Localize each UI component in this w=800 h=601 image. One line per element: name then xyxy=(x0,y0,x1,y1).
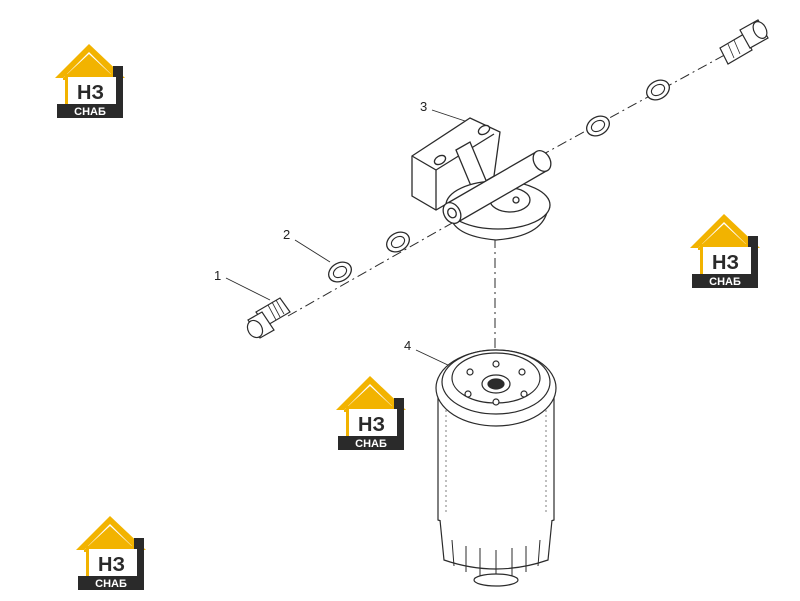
svg-text:СНАБ: СНАБ xyxy=(95,578,127,590)
callout-4: 4 xyxy=(404,338,411,353)
watermark-logo-top-left: НЗ СНАБ xyxy=(55,44,125,118)
leader-lines xyxy=(225,109,469,367)
callout-3: 3 xyxy=(420,99,427,114)
svg-text:НЗ: НЗ xyxy=(77,82,104,104)
callout-2: 2 xyxy=(283,227,290,242)
part-1-banjo-bolt xyxy=(246,297,291,339)
svg-text:СНАБ: СНАБ xyxy=(355,438,387,450)
svg-text:НЗ: НЗ xyxy=(98,554,125,576)
banjo-bolt-right xyxy=(719,19,769,65)
watermark-logo-right: НЗ СНАБ xyxy=(690,214,760,288)
svg-text:НЗ: НЗ xyxy=(712,252,739,274)
svg-text:СНАБ: СНАБ xyxy=(74,106,106,118)
part-2-washers-left xyxy=(324,227,414,287)
part-3-filter-head xyxy=(411,117,552,241)
watermark-logo-center: НЗ СНАБ xyxy=(336,376,406,450)
assembly-lines xyxy=(287,51,731,370)
part-4-filter-element xyxy=(435,349,557,587)
watermark-logo-bottom-left: НЗ СНАБ xyxy=(76,516,146,590)
callout-1: 1 xyxy=(214,268,221,283)
svg-text:НЗ: НЗ xyxy=(358,414,385,436)
svg-text:СНАБ: СНАБ xyxy=(709,276,741,288)
